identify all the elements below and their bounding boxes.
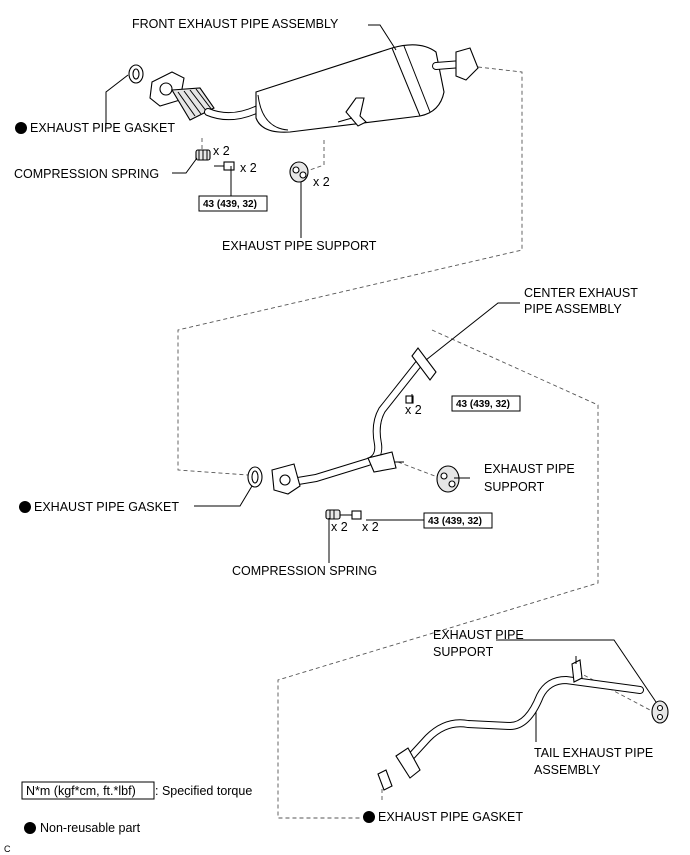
- front-torque-value: 43 (439, 32): [203, 199, 257, 210]
- front-bolt-qty: x 2: [240, 161, 257, 175]
- nonreusable-mark-front-gasket: [15, 122, 27, 134]
- tail-support-label-line2: SUPPORT: [433, 645, 494, 659]
- center-spring-qty: x 2: [331, 520, 348, 534]
- front-support-label: EXHAUST PIPE SUPPORT: [222, 239, 377, 253]
- front-spring-qty: x 2: [213, 144, 230, 158]
- center-torque-value-upper: 43 (439, 32): [456, 399, 510, 410]
- front-exhaust-pipe-gasket: [128, 64, 144, 84]
- front-spring-label: COMPRESSION SPRING: [14, 167, 159, 181]
- front-support-qty: x 2: [313, 175, 330, 189]
- front-compression-spring: [195, 149, 211, 161]
- tail-exhaust-pipe-gasket: [377, 769, 393, 791]
- tail-exhaust-pipe-assembly: [395, 656, 644, 779]
- legend-torque-box: [21, 781, 155, 800]
- legend-torque-unit: N*m (kgf*cm, ft.*lbf): [26, 784, 136, 798]
- center-torque-box-upper: [451, 395, 521, 412]
- front-assembly-label: FRONT EXHAUST PIPE ASSEMBLY: [132, 17, 339, 31]
- legend: N*m (kgf*cm, ft.*lbf) : Specified torque…: [4, 781, 252, 854]
- leader-lines: [105, 24, 657, 742]
- center-bolt-qty-lower: x 2: [362, 520, 379, 534]
- legend-nonreusable-mark: [24, 822, 36, 834]
- center-assembly-label-line2: PIPE ASSEMBLY: [524, 302, 622, 316]
- tail-support-label-line1: EXHAUST PIPE: [433, 628, 524, 642]
- nonreusable-mark-tail-gasket: [363, 811, 375, 823]
- center-support-label-line1: EXHAUST PIPE: [484, 462, 575, 476]
- center-exhaust-pipe-assembly: [271, 347, 437, 495]
- nonreusable-mark-center-gasket: [19, 501, 31, 513]
- tail-gasket-label: EXHAUST PIPE GASKET: [378, 810, 523, 824]
- front-exhaust-pipe-assembly: [149, 44, 479, 133]
- center-torque-value-lower: 43 (439, 32): [428, 516, 482, 527]
- front-torque-box: [198, 195, 268, 212]
- center-spring-label: COMPRESSION SPRING: [232, 564, 377, 578]
- tail-assembly-label-line2: ASSEMBLY: [534, 763, 601, 777]
- center-exhaust-pipe-support: [436, 465, 460, 493]
- tail-exhaust-pipe-support: [651, 700, 669, 724]
- center-gasket-label: EXHAUST PIPE GASKET: [34, 500, 179, 514]
- center-bolt-qty-upper: x 2: [405, 403, 422, 417]
- assembly-connection-lines: [177, 66, 651, 819]
- tail-assembly-label-line1: TAIL EXHAUST PIPE: [534, 746, 653, 760]
- front-gasket-label: EXHAUST PIPE GASKET: [30, 121, 175, 135]
- front-exhaust-pipe-support: [289, 161, 309, 183]
- center-assembly-label-line1: CENTER EXHAUST: [524, 286, 638, 300]
- center-exhaust-pipe-gasket: [247, 466, 263, 488]
- center-bolt: [340, 510, 362, 520]
- labels: FRONT EXHAUST PIPE ASSEMBLY EXHAUST PIPE…: [14, 17, 653, 824]
- center-compression-spring: [325, 509, 341, 520]
- corner-mark: C: [4, 844, 11, 854]
- legend-nonreusable-desc: Non-reusable part: [40, 821, 141, 835]
- center-torque-box-lower: [423, 512, 493, 529]
- flex-pipe: [171, 87, 215, 121]
- front-bolt: [214, 161, 235, 171]
- legend-torque-desc: : Specified torque: [155, 784, 252, 798]
- center-support-label-line2: SUPPORT: [484, 480, 545, 494]
